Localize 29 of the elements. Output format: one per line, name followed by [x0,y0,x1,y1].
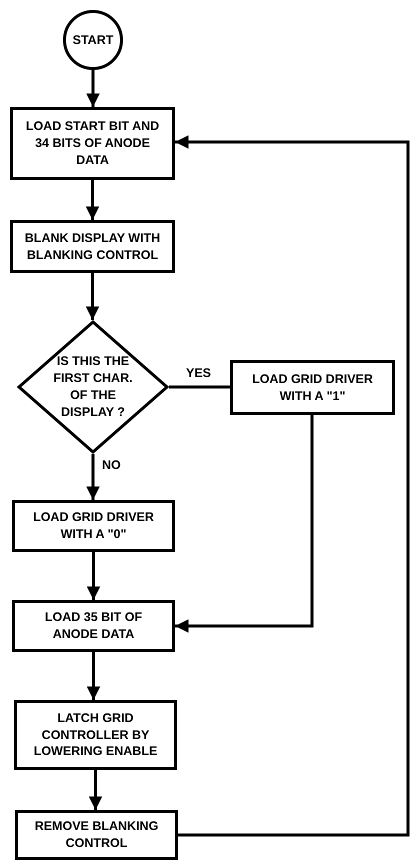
question-text: IS THIS THE FIRST CHAR. OF THE DISPLAY ? [52,353,134,421]
step-text: LOAD START BIT AND 34 BITS OF ANODE DATA [24,118,160,169]
edge-label: YES [184,366,214,380]
decision-diamond [17,320,169,454]
step-text: REMOVE BLANKING CONTROL [34,818,160,852]
arrow [175,415,314,633]
process-box [230,360,395,415]
process-box [15,810,178,860]
step-text: LOAD GRID DRIVER WITH A "0" [32,509,155,543]
step-text: LOAD 35 BIT OF ANODE DATA [44,609,144,643]
process-box [12,600,175,652]
terminal-text: START [72,32,114,48]
step-text: LOAD GRID DRIVER WITH A "1" [251,370,374,404]
process-box [10,107,175,180]
edge-label: NO [100,458,123,472]
arrow [86,652,100,700]
connector-line [169,386,230,388]
arrow [86,454,100,500]
arrow [86,273,100,320]
arrow [86,70,100,107]
arrow [175,135,410,836]
process-box [10,220,175,273]
arrow [86,180,100,220]
arrow [88,770,102,810]
step-text: BLANK DISPLAY WITH BLANKING CONTROL [24,230,162,264]
process-box [12,500,175,552]
step-text: LATCH GRID CONTROLLER BY LOWERING ENABLE [32,710,158,760]
process-box [14,700,177,770]
arrow [86,552,100,600]
